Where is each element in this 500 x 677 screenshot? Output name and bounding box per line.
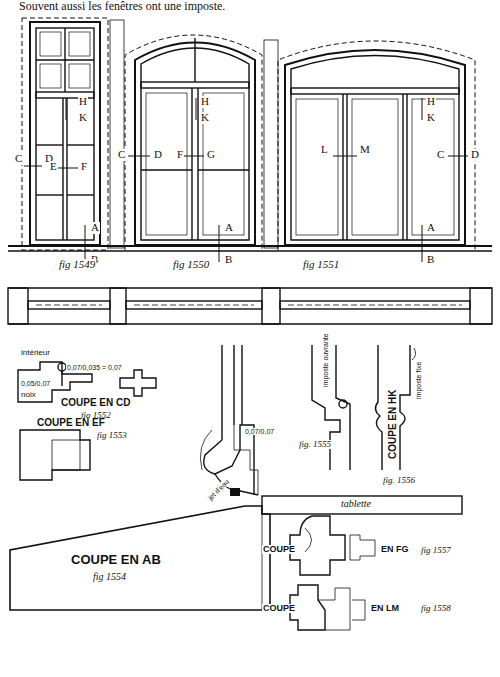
section-letter: C	[14, 153, 23, 165]
section-letter: H	[426, 96, 436, 108]
section-title: COUPE	[262, 545, 296, 554]
annotation: jet d'eau	[206, 477, 231, 502]
section-letter: H	[200, 96, 210, 108]
section-letter: F	[176, 149, 184, 161]
section-letter: K	[426, 112, 436, 124]
section-letter: A	[90, 222, 100, 234]
section-letter: B	[426, 254, 435, 266]
section-title: COUPE EN AB	[70, 553, 162, 567]
section-letter: D	[470, 149, 480, 161]
section-title: COUPE EN HK	[388, 389, 399, 460]
figure-number: fig 1553	[96, 431, 128, 440]
section-letter: H	[78, 96, 88, 108]
figure-number: fig 1550	[172, 259, 210, 271]
section-title: EN FG	[380, 545, 410, 554]
figure-number: fig. 1556	[382, 476, 416, 485]
dimension-text: 0,07/0,035 = 0,07	[66, 364, 123, 371]
figure-number: fig 1558	[420, 604, 452, 613]
section-letter: M	[359, 144, 371, 156]
section-letter: A	[224, 222, 234, 234]
annotation: intérieur	[20, 349, 51, 357]
section-letter: K	[78, 112, 88, 124]
section-letter: K	[200, 112, 210, 124]
annotation: noix	[20, 391, 37, 399]
section-letter: C	[117, 149, 126, 161]
figure-number: fig. 1555	[298, 440, 332, 449]
figure-number: fig 1557	[420, 546, 452, 555]
section-letter: E	[49, 161, 58, 173]
section-title: COUPE EN CD	[60, 398, 131, 409]
section-letter: A	[426, 222, 436, 234]
figure-number: fig 1554	[92, 572, 127, 583]
section-title: COUPE	[262, 604, 296, 613]
section-letter: B	[224, 254, 233, 266]
section-title: EN LM	[370, 604, 400, 613]
header-text: Souvent aussi les fenêtres ont une impos…	[18, 0, 226, 13]
figure-number: fig 1551	[302, 259, 340, 271]
section-letter: G	[206, 149, 216, 161]
figure-number: fig 1549	[58, 259, 96, 271]
dimension-text: 0,05/0,07	[20, 380, 51, 387]
section-title: COUPE EN EF	[36, 418, 106, 429]
annotation: imposte fixe	[415, 361, 422, 400]
dimension-text: 0,07/0,07	[244, 428, 275, 435]
section-letter: C	[436, 149, 445, 161]
section-letter: F	[80, 161, 88, 173]
section-letter: D	[153, 149, 163, 161]
annotation: imposte ouvrante	[322, 332, 329, 388]
section-letter: L	[320, 144, 329, 156]
part-label: tablette	[340, 499, 372, 510]
